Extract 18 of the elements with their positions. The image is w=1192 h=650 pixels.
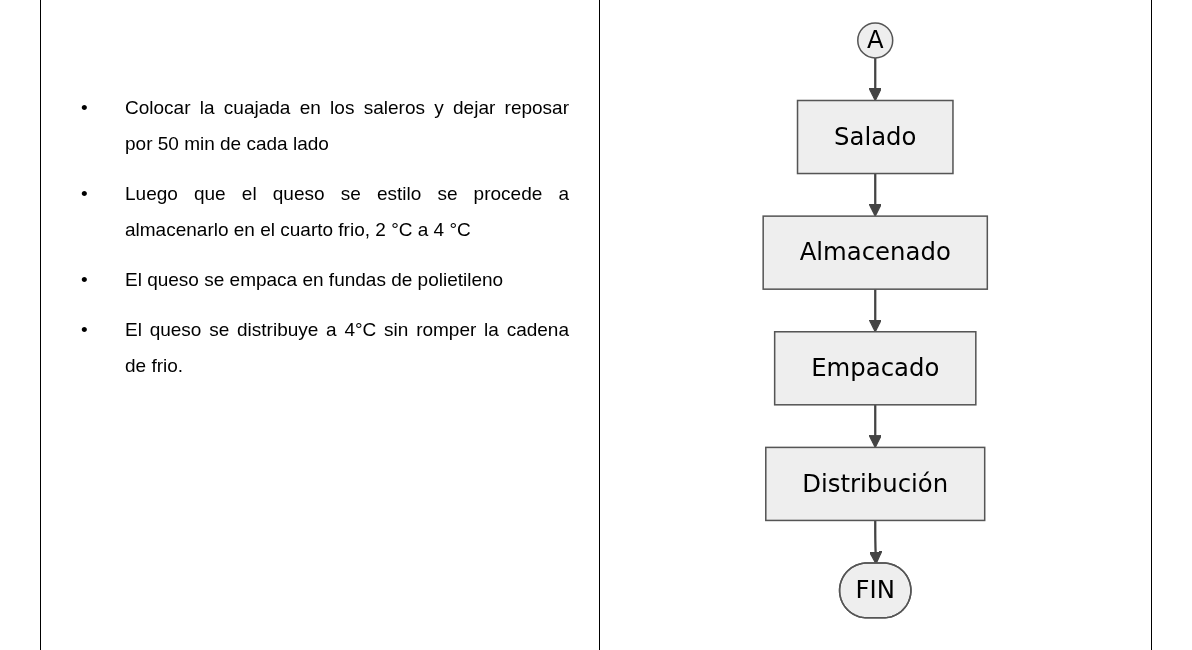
node-box: Empacado [774, 331, 977, 406]
arrow [868, 404, 883, 448]
node-circle: A [857, 22, 894, 59]
node-box: Almacenado [762, 215, 989, 290]
arrow [868, 289, 883, 333]
bullet-text: Luego que el queso se estilo se procede a almacenarlo en el cuarto frio, 2 °C a 4 °C [125, 182, 569, 242]
bullet-text: El queso se distribuye a 4°C sin romper la cadena de frio. [125, 318, 569, 378]
arrow [868, 57, 883, 102]
node-box: Distribución [765, 446, 986, 522]
bullet-marker: • [81, 268, 89, 292]
bullet-text: El queso se empaca en fundas de polietileno [125, 268, 505, 292]
bullet-marker: • [81, 96, 89, 120]
bullet-marker: • [81, 182, 89, 206]
node-box: Salado [797, 99, 954, 175]
arrow [868, 173, 883, 217]
arrow [869, 520, 883, 565]
bullet-text: Colocar la cuajada en los saleros y dejar reposar por 50 min de cada lado [125, 96, 569, 156]
bullet-marker: • [81, 318, 89, 342]
